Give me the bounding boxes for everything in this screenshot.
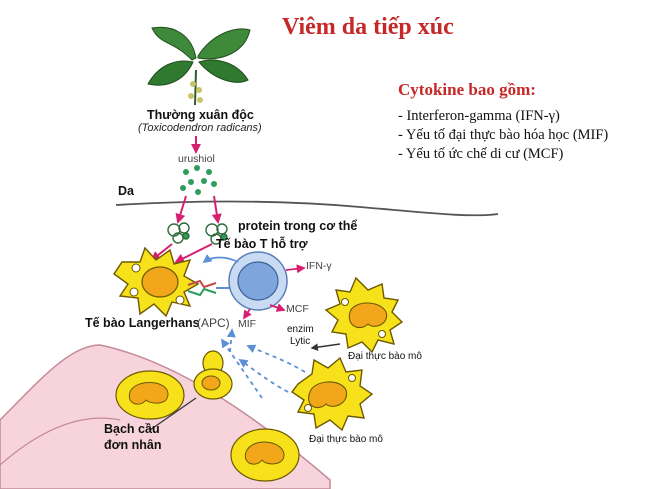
poison-ivy-plant <box>147 26 251 106</box>
mif-label: MIF <box>238 318 257 330</box>
mcf-arrow <box>269 303 286 312</box>
page-title: Viêm da tiếp xúc <box>282 14 454 40</box>
monocyte-label-line1: Bạch cầu <box>104 422 160 436</box>
migration-arrows <box>220 328 306 399</box>
mcf-label: MCF <box>286 303 309 315</box>
helper-t-cell-label: Tế bào T hỗ trợ <box>216 237 308 251</box>
protein-complex <box>167 222 190 244</box>
lytic-enzyme-arrow <box>310 343 341 351</box>
langerhans-label: Tế bào Langerhans <box>85 316 200 330</box>
monocyte-label-line2: đơn nhân <box>104 438 162 452</box>
plant-name-label: Thường xuân độc <box>147 108 254 122</box>
antigen-presentation <box>187 279 230 297</box>
plant-latin-label: (Toxicodendron radicans) <box>138 122 262 134</box>
skin-surface-line <box>115 200 499 217</box>
langerhans-cell <box>113 246 200 318</box>
macrophage-cell <box>290 356 374 432</box>
apc-label: (APC) <box>197 316 230 330</box>
macrophage-label-2: Đại thực bào mô <box>309 434 383 445</box>
urushiol-droplets <box>180 165 217 195</box>
penetration-arrow <box>211 195 222 224</box>
penetration-arrow <box>175 195 187 224</box>
mif-arrow <box>243 308 252 320</box>
uptake-arrow <box>150 243 173 262</box>
helper-t-cell <box>228 251 288 311</box>
ifn-arrow <box>285 264 306 274</box>
protein-complex <box>205 223 228 245</box>
cytokine-item-ifn: - Interferon-gamma (IFN-γ) <box>398 108 560 124</box>
urushiol-label: urushiol <box>178 153 215 165</box>
monocyte-cell <box>230 428 300 482</box>
cytokine-item-mif: - Yếu tố đại thực bào hóa học (MIF) <box>398 127 609 143</box>
skin-label: Da <box>118 184 134 198</box>
monocyte-pointer <box>149 397 197 431</box>
cytokine-item-mcf: - Yếu tố ức chế di cư (MCF) <box>398 146 564 162</box>
body-protein-label: protein trong cơ thể <box>238 219 358 233</box>
ifn-label: IFN-γ <box>306 260 332 272</box>
monocyte-cell <box>115 370 185 420</box>
macrophage-cell <box>324 276 404 354</box>
uptake-arrow <box>174 243 213 263</box>
migrating-monocyte <box>193 350 233 400</box>
t-cell-feedback-arrow <box>202 254 239 264</box>
macrophage-label-1: Đại thực bào mô <box>348 351 422 362</box>
enzyme-label: enzim <box>287 324 314 335</box>
cytokine-heading: Cytokine bao gồm: <box>398 80 536 99</box>
lytic-label: Lytic <box>290 336 311 347</box>
